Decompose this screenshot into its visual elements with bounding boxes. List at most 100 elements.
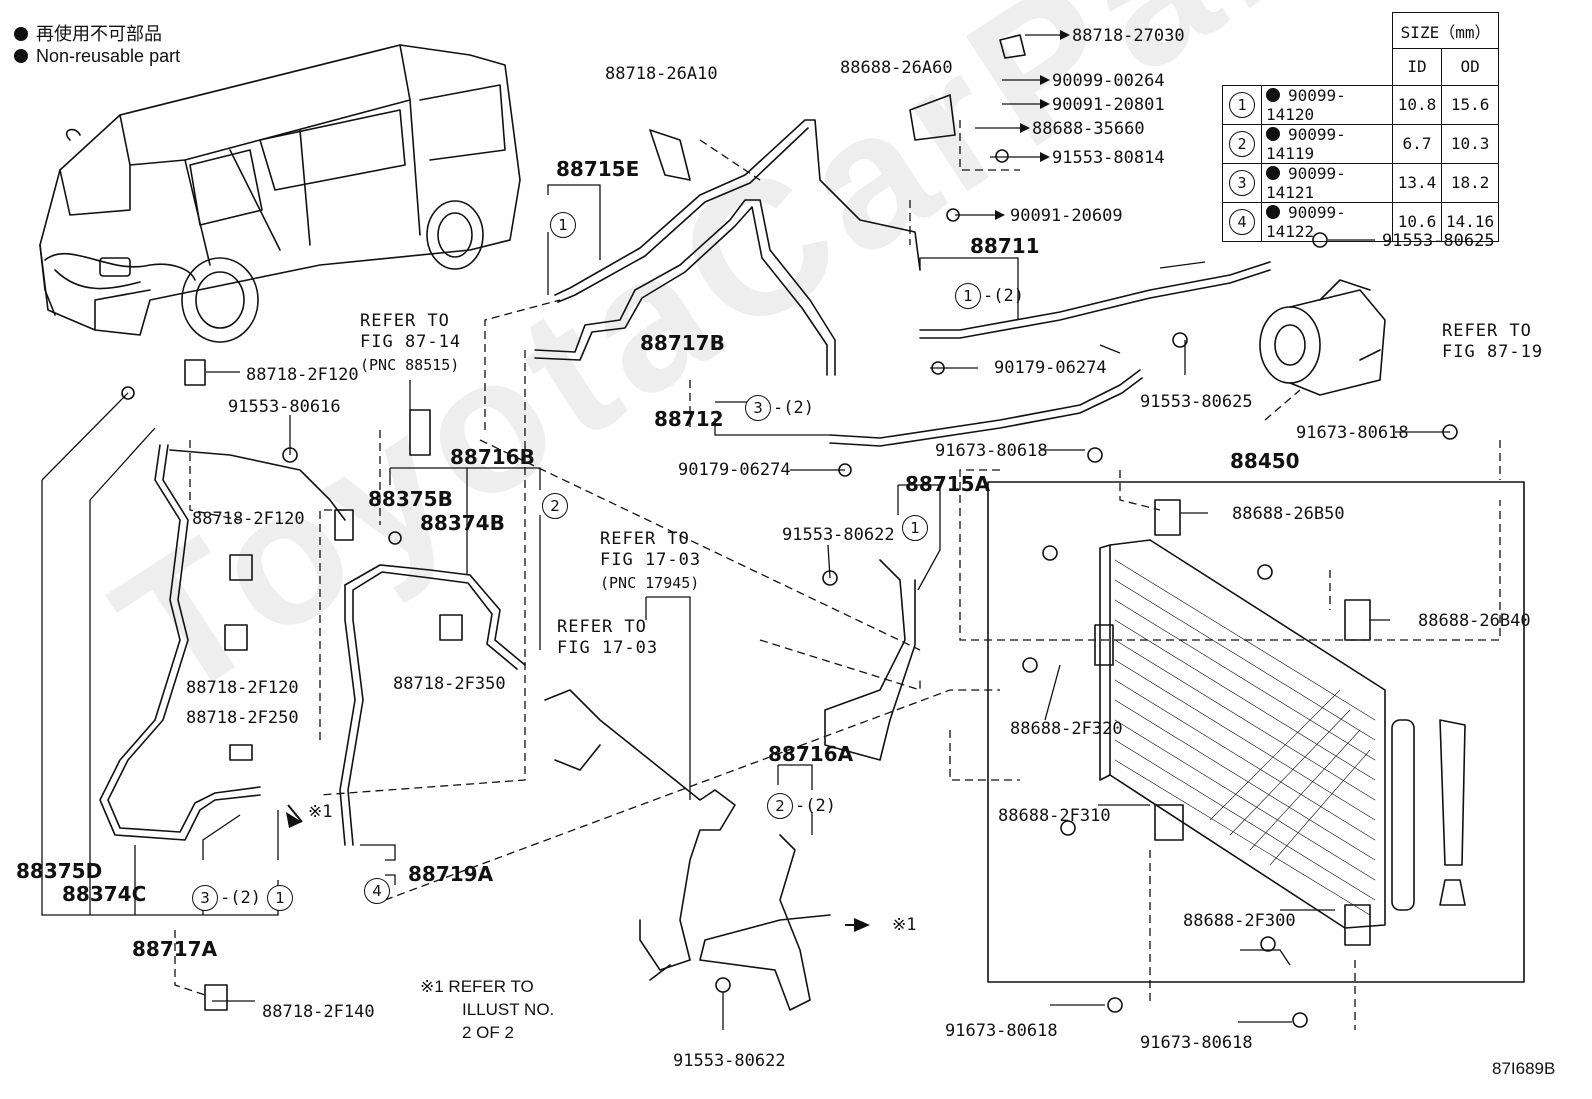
- part-label[interactable]: 91553-80625: [1140, 392, 1253, 412]
- note-line: ※1 REFER TO: [420, 977, 534, 996]
- part-label[interactable]: 88688-2F310: [998, 806, 1111, 826]
- part-label[interactable]: 88688-26B50: [1232, 504, 1345, 524]
- size-row-id: 6.7: [1392, 123, 1442, 164]
- refer-to-pnc: (PNC 17945): [600, 574, 700, 592]
- part-label[interactable]: 88688-2F300: [1183, 911, 1296, 931]
- size-row-id: 10.8: [1392, 84, 1442, 125]
- non-reusable-icon: [1266, 87, 1280, 102]
- size-row-od: 15.6: [1440, 84, 1500, 125]
- part-label[interactable]: 91553-80616: [228, 397, 341, 417]
- part-label[interactable]: 91553-80814: [1052, 148, 1165, 168]
- size-row-od: 14.16: [1440, 201, 1500, 242]
- refer-to-label[interactable]: REFER TO: [557, 617, 647, 637]
- part-label[interactable]: 90179-06274: [994, 358, 1107, 378]
- bullet-icon: [14, 49, 28, 63]
- callout-1: 1: [550, 212, 576, 238]
- qty-label: -(2): [795, 796, 836, 816]
- part-label[interactable]: 88718-2F140: [262, 1002, 375, 1022]
- part-label[interactable]: 88716B: [450, 445, 535, 469]
- size-table-title: SIZE（mm）: [1391, 12, 1500, 49]
- refer-to-fig[interactable]: FIG 17-03: [600, 550, 702, 570]
- qty-label: -(2): [220, 888, 261, 908]
- part-label[interactable]: 88716A: [768, 742, 854, 766]
- refer-to-label[interactable]: REFER TO: [360, 311, 450, 331]
- qty-label: -(2): [983, 286, 1024, 306]
- circled-number: 4: [1229, 208, 1255, 235]
- non-reusable-icon: [1266, 126, 1280, 141]
- part-number: 90099-14121: [1266, 163, 1346, 202]
- size-row-part: 90099-14122: [1261, 201, 1393, 242]
- part-label[interactable]: 90091-20801: [1052, 95, 1165, 115]
- note-line: 2 OF 2: [462, 1023, 514, 1042]
- callout-1: 1: [267, 885, 293, 911]
- refer-to-fig[interactable]: FIG 87-14: [360, 332, 462, 352]
- part-label[interactable]: 88717B: [640, 331, 725, 355]
- part-label[interactable]: 88375D: [16, 859, 103, 883]
- part-label[interactable]: 90179-06274: [678, 460, 791, 480]
- non-reusable-icon: [1266, 165, 1280, 180]
- callout-3: 3: [745, 395, 771, 421]
- part-label[interactable]: 88688-35660: [1032, 119, 1145, 139]
- part-label[interactable]: 88450: [1230, 449, 1300, 473]
- part-label[interactable]: 91673-80618: [945, 1021, 1058, 1041]
- callout-1: 1: [955, 283, 981, 309]
- size-table: SIZE（mm） ID OD 1 90099-14120 10.8 15.6 2…: [1222, 12, 1500, 242]
- size-col-od: OD: [1440, 48, 1500, 86]
- size-table-spacer: [1223, 13, 1393, 49]
- size-row: 2 90099-14119 6.7 10.3: [1222, 123, 1500, 164]
- part-label[interactable]: 91673-80618: [1140, 1033, 1253, 1053]
- size-row-id: 13.4: [1392, 162, 1442, 203]
- part-label[interactable]: 88719A: [408, 862, 494, 886]
- part-label[interactable]: 88718-2F120: [246, 365, 359, 385]
- refer-to-fig[interactable]: FIG 17-03: [557, 638, 659, 658]
- size-row: 1 90099-14120 10.8 15.6: [1222, 84, 1500, 125]
- part-label[interactable]: 88374B: [420, 511, 505, 535]
- part-label[interactable]: 88718-27030: [1072, 26, 1185, 46]
- part-label[interactable]: 90099-00264: [1052, 71, 1165, 91]
- refer-to-label[interactable]: REFER TO: [1442, 321, 1532, 341]
- part-label[interactable]: 88718-2F120: [192, 509, 305, 529]
- part-label[interactable]: 88718-26A10: [605, 64, 718, 84]
- refer-to-pnc: (PNC 88515): [360, 356, 460, 374]
- part-label[interactable]: 88712: [654, 407, 724, 431]
- callout-4: 4: [364, 878, 390, 904]
- part-label[interactable]: 90091-20609: [1010, 206, 1123, 226]
- size-table-spacer: [1223, 49, 1393, 86]
- size-row: 3 90099-14121 13.4 18.2: [1222, 162, 1500, 203]
- size-col-id: ID: [1392, 48, 1442, 86]
- size-row-num: 2: [1222, 123, 1262, 164]
- refer-to-label[interactable]: REFER TO: [600, 529, 690, 549]
- part-label[interactable]: 88688-26B40: [1418, 611, 1531, 631]
- figure-code: 87I689B: [1492, 1059, 1556, 1078]
- part-label[interactable]: 91673-80618: [1296, 423, 1409, 443]
- part-label[interactable]: 88715A: [905, 472, 991, 496]
- part-label[interactable]: 88717A: [132, 937, 218, 961]
- circled-number: 3: [1229, 169, 1255, 196]
- part-label[interactable]: 88718-2F120: [186, 678, 299, 698]
- refer-to-fig[interactable]: FIG 87-19: [1442, 342, 1544, 362]
- note-line: ILLUST NO.: [462, 1000, 555, 1019]
- part-label[interactable]: 88718-2F250: [186, 708, 299, 728]
- note-mark: ※1: [892, 915, 917, 935]
- part-number: 90099-14119: [1266, 124, 1346, 163]
- part-label[interactable]: 88374C: [62, 882, 147, 906]
- part-label[interactable]: 88375B: [368, 487, 453, 511]
- part-label[interactable]: 91553-80622: [782, 525, 895, 545]
- part-label[interactable]: 91673-80618: [935, 441, 1048, 461]
- size-row-num: 1: [1222, 84, 1262, 125]
- circled-number: 2: [1229, 130, 1255, 157]
- part-label[interactable]: 91553-80625: [1382, 231, 1495, 251]
- part-label[interactable]: 88711: [970, 234, 1040, 258]
- part-label[interactable]: 88688-26A60: [840, 58, 953, 78]
- size-row: 4 90099-14122 10.6 14.16: [1222, 201, 1500, 242]
- part-label[interactable]: 88688-2F320: [1010, 719, 1123, 739]
- size-row-num: 4: [1222, 201, 1262, 242]
- part-label[interactable]: 88715E: [556, 157, 640, 181]
- part-label[interactable]: 91553-80622: [673, 1051, 786, 1071]
- part-label[interactable]: 88718-2F350: [393, 674, 506, 694]
- part-number: 90099-14122: [1266, 202, 1346, 241]
- size-row-id: 10.6: [1392, 201, 1442, 242]
- callout-1: 1: [902, 515, 928, 541]
- size-row-od: 10.3: [1440, 123, 1500, 164]
